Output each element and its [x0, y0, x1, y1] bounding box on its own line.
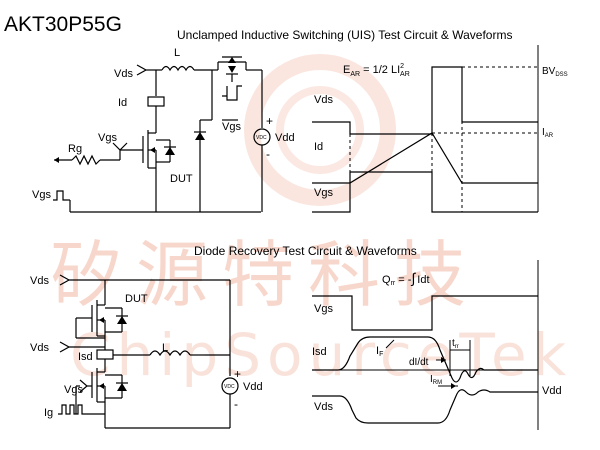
- drr-didt-label: dI/dt: [409, 357, 429, 368]
- uis-wf-vds-label: Vds: [314, 94, 333, 106]
- drr-vds-trace: [312, 389, 538, 424]
- uis-vgs-label: Vgs: [98, 132, 117, 144]
- drr-vgs-trace: [312, 295, 538, 331]
- drr-vds-top-label: Vds: [30, 275, 49, 287]
- uis-bvdss-label: BVDSS: [542, 66, 568, 78]
- drr-wf-vds-label: Vds: [314, 401, 333, 413]
- drr-title: Diode Recovery Test Circuit & Waveforms: [194, 244, 417, 258]
- uis-iar-label: IAR: [542, 127, 554, 139]
- drr-wf-isd-label: Isd: [312, 346, 327, 358]
- drr-dut-mosfet-icon: [91, 300, 128, 337]
- drr-vds-mid-label: Vds: [30, 342, 49, 354]
- watermark: 矽源特科技 ChipSourceTek: [50, 54, 572, 389]
- uis-current-probe-icon: [147, 96, 165, 107]
- drr-vds-mid-arrow-icon: [59, 341, 71, 353]
- uis-rg-label: Rg: [68, 143, 82, 155]
- drr-qrr-equation: Qrr = -∫Idt: [382, 270, 430, 287]
- uis-id-label: Id: [118, 97, 127, 109]
- uis-vgs-bar-label: Vgs: [222, 121, 241, 133]
- uis-vgs-probe-icon: [112, 142, 128, 151]
- drr-irm-label: IRM: [430, 374, 442, 386]
- uis-wf-id-label: Id: [314, 141, 323, 153]
- drr-wf-vgs-label: Vgs: [314, 303, 333, 315]
- drr-vgs-label: Vgs: [64, 384, 83, 396]
- uis-wf-vgs-label: Vgs: [314, 187, 333, 199]
- drr-vdc-label: VDC: [224, 384, 235, 390]
- drr-irm-arrow-icon: [451, 383, 456, 389]
- drr-inductor-icon: [149, 350, 191, 357]
- uis-dut-label: DUT: [170, 173, 193, 185]
- uis-vdc-label: VDC: [256, 135, 267, 141]
- uis-vgs-trace: [312, 171, 538, 213]
- integral-sign-icon: ∫: [410, 270, 416, 286]
- drr-dut-label: DUT: [125, 293, 148, 305]
- drr-gate-pulse-train-icon: [58, 404, 86, 415]
- uis-clamp-diode-icon: [195, 132, 205, 140]
- watermark-cn: 矽源特科技: [50, 233, 480, 317]
- drr-trr-label: trr: [452, 338, 459, 350]
- part-number: AKT30P55G: [4, 13, 122, 36]
- drr-isd-trace: [312, 336, 538, 383]
- uis-circuit: Vds L Id DUT Vgs: [32, 47, 295, 213]
- watermark-logo-icon: [244, 54, 396, 206]
- drr-didt-arrow-icon: [441, 357, 446, 363]
- drr-l-label: L: [162, 342, 168, 354]
- uis-rg-resistor-icon: [71, 154, 101, 166]
- drr-wf-vdd-label: Vdd: [542, 385, 562, 397]
- uis-plus-label: +: [266, 114, 273, 128]
- watermark-en: ChipSourceTek: [70, 321, 572, 389]
- watermark-logo-inner-icon: [276, 86, 364, 174]
- drr-if-label: IF: [376, 345, 383, 358]
- uis-clamp-mosfet-icon: [212, 56, 262, 75]
- uis-vds-trace: [312, 66, 538, 135]
- drr-circuit: Vds DUT Vds Isd: [30, 274, 263, 429]
- uis-dut-mosfet-icon: [142, 130, 176, 169]
- drr-lower-mosfet-icon: [91, 368, 128, 403]
- uis-vdd-label: Vdd: [275, 132, 295, 144]
- uis-l-label: L: [174, 47, 180, 59]
- drr-vdd-label: Vdd: [243, 381, 263, 393]
- uis-vds-arrow-icon: [136, 64, 148, 76]
- uis-minus-label: -: [266, 147, 270, 161]
- drr-isd-label: Isd: [78, 351, 93, 363]
- drr-plus-label: +: [234, 367, 241, 381]
- drr-ig-label: Ig: [44, 407, 53, 419]
- uis-vds-label: Vds: [114, 68, 133, 80]
- uis-gate-pulse-icon: [53, 190, 67, 201]
- uis-inductor-icon: [161, 65, 195, 72]
- uis-inverted-gate-pulse-icon: [222, 85, 242, 101]
- uis-vgs-pulse-label: Vgs: [32, 189, 51, 201]
- uis-title: Unclamped Inductive Switching (UIS) Test…: [177, 28, 512, 42]
- drr-if-arrow-icon: [385, 339, 395, 349]
- drr-waveforms: Qrr = -∫Idt Vgs Isd Vds Vdd IF dI/dt IRM…: [312, 260, 562, 430]
- drr-minus-label: -: [234, 397, 238, 411]
